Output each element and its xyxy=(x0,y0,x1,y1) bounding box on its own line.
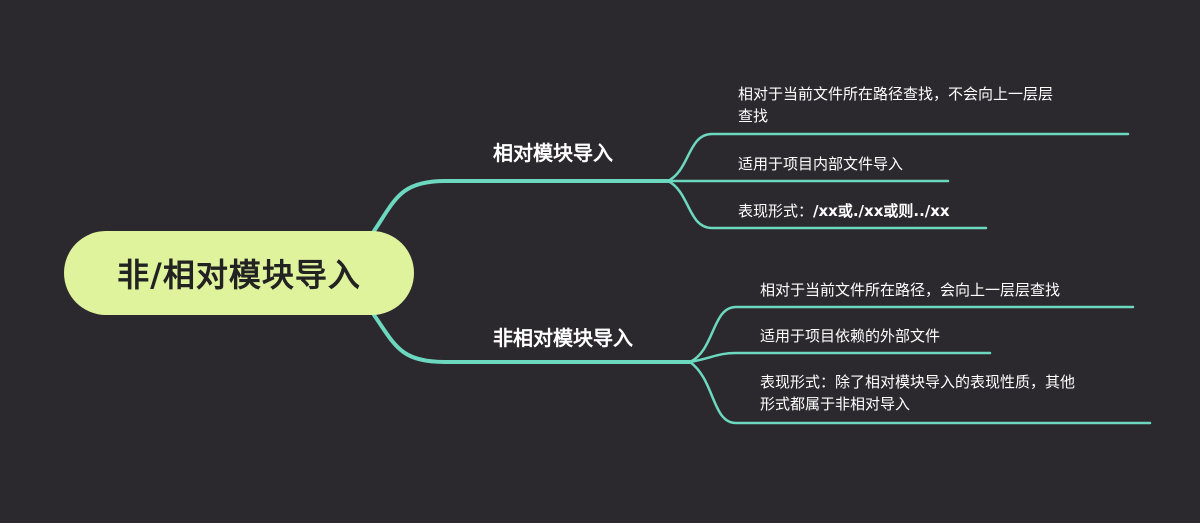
leaf-prefix: 表现形式： xyxy=(738,202,814,220)
leaf-text-line: 形式都属于非相对导入 xyxy=(760,395,911,413)
connector-branch-2-leaf-3 xyxy=(688,360,1152,425)
branch-node-non-relative[interactable]: 非相对模块导入 xyxy=(493,322,633,351)
leaf-value: /xx或./xx或则../xx xyxy=(813,202,950,220)
leaf-text: 适用于项目依赖的外部文件 xyxy=(760,327,941,345)
root-node[interactable]: 非/相对模块导入 xyxy=(64,231,414,315)
root-node-label: 非/相对模块导入 xyxy=(117,256,361,294)
connector-root-branch-2 xyxy=(372,313,692,364)
connector-branch-1-leaf-3 xyxy=(666,179,988,230)
leaf-node-non-relative-form[interactable]: 表现形式：除了相对模块导入的表现性质，其他 形式都属于非相对导入 xyxy=(760,371,1075,415)
leaf-node-relative-lookup[interactable]: 相对于当前文件所在路径查找，不会向上一层层 查找 xyxy=(738,83,1053,127)
leaf-text-line: 查找 xyxy=(738,107,769,125)
leaf-node-relative-usage[interactable]: 适用于项目内部文件导入 xyxy=(738,153,903,175)
branch-node-relative[interactable]: 相对模块导入 xyxy=(493,137,613,166)
leaf-node-relative-form[interactable]: 表现形式：/xx或./xx或则../xx xyxy=(738,200,950,222)
connector-branch-2-leaf-1 xyxy=(688,305,1135,364)
leaf-node-non-relative-lookup[interactable]: 相对于当前文件所在路径，会向上一层层查找 xyxy=(760,279,1060,301)
leaf-text: 相对于当前文件所在路径，会向上一层层查找 xyxy=(760,281,1061,299)
branch-label: 相对模块导入 xyxy=(493,141,613,165)
leaf-node-non-relative-usage[interactable]: 适用于项目依赖的外部文件 xyxy=(760,325,940,347)
connector-root-branch-1 xyxy=(372,179,670,233)
leaf-text-line: 相对于当前文件所在路径查找，不会向上一层层 xyxy=(738,85,1054,103)
branch-label: 非相对模块导入 xyxy=(493,326,633,350)
leaf-text-line: 表现形式：除了相对模块导入的表现性质，其他 xyxy=(760,373,1076,391)
connector-branch-2-leaf-2 xyxy=(688,351,992,364)
leaf-text: 适用于项目内部文件导入 xyxy=(738,155,904,173)
connector-branch-1-leaf-1 xyxy=(666,132,1130,183)
